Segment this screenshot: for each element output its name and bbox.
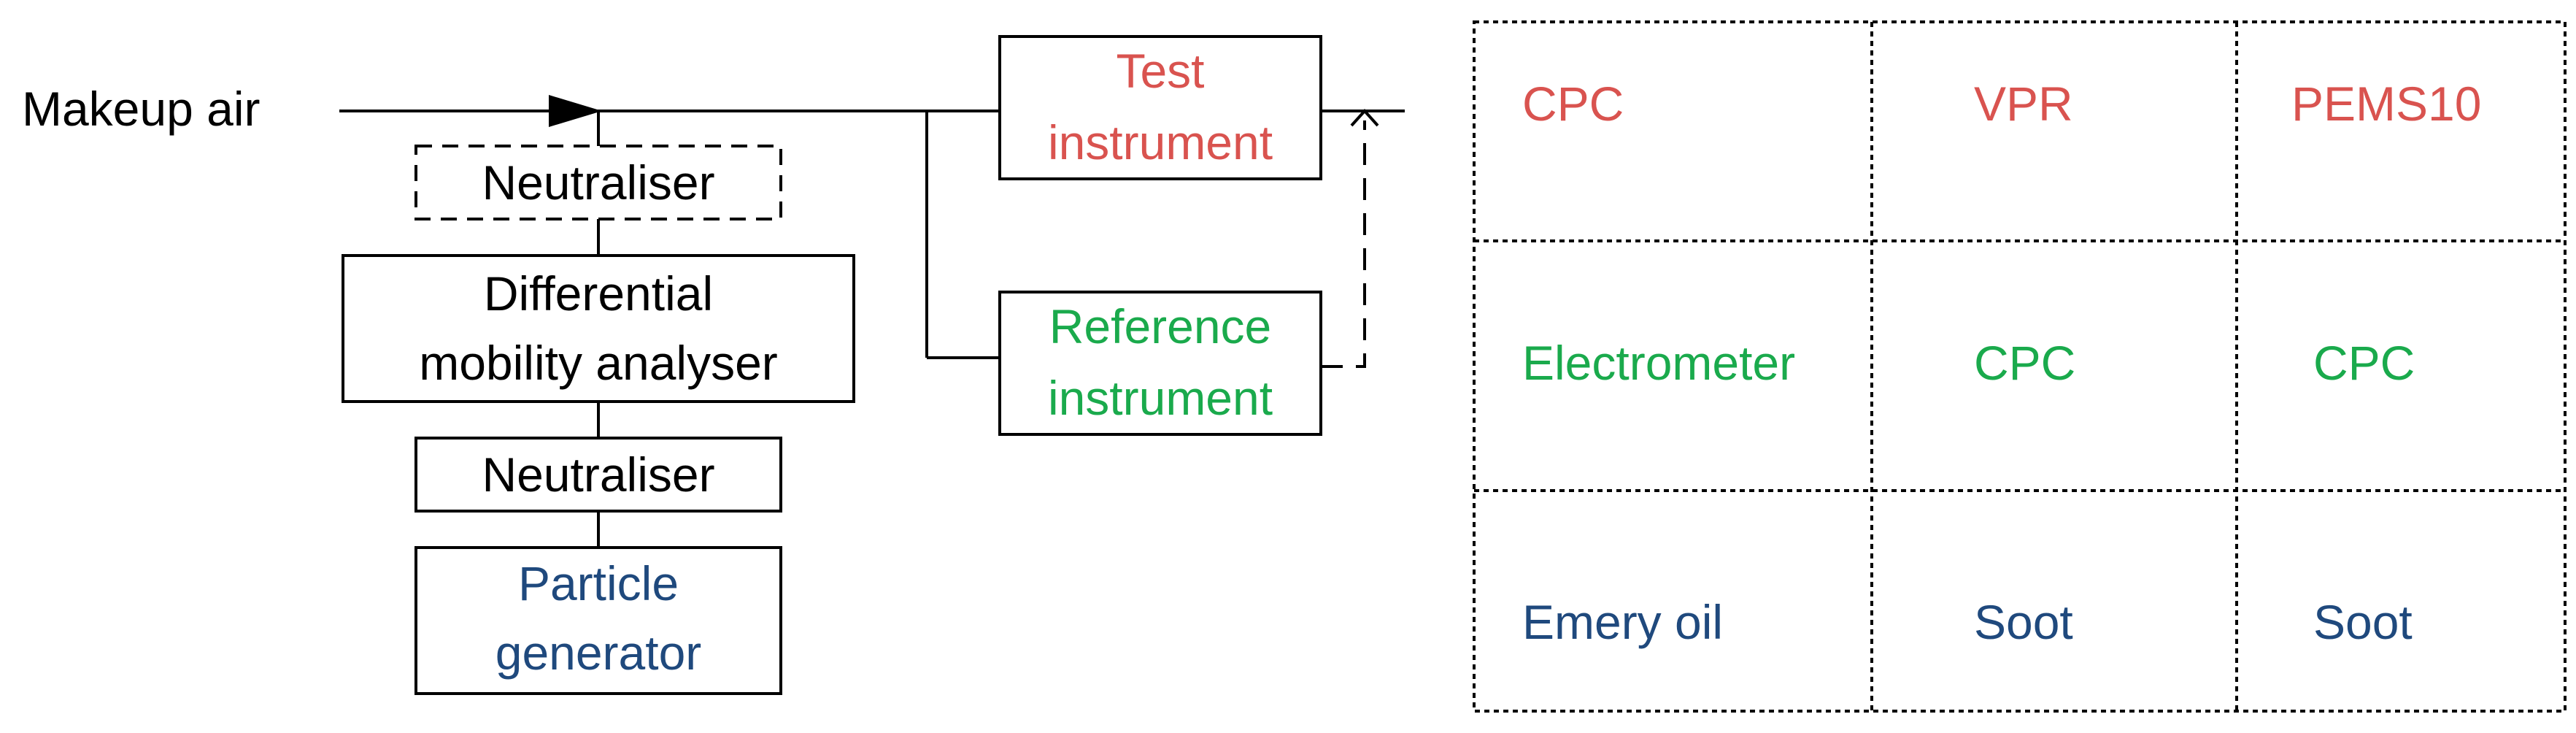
table-cell-r1c1: CPC — [1522, 77, 1624, 131]
table-cell-r2c3: CPC — [2313, 336, 2415, 390]
table-cell-r3c1: Emery oil — [1522, 595, 1723, 649]
test-instrument-box — [998, 35, 1322, 180]
reference-instrument-label-line1: Reference — [1049, 299, 1272, 353]
table-cell-r3c2: Soot — [1974, 595, 2073, 649]
table-cell-r2c2: CPC — [1974, 336, 2075, 390]
table-cell-r3c3: Soot — [2313, 595, 2413, 649]
neutraliser-dashed-label: Neutraliser — [482, 156, 714, 210]
table-cell-r1c3: PEMS10 — [2291, 77, 2481, 131]
makeup-air-label: Makeup air — [22, 82, 261, 136]
reference-instrument-label-line2: instrument — [1048, 371, 1273, 425]
dma-label-line1: Differential — [484, 266, 713, 321]
dma-box — [342, 254, 855, 403]
reference-return-arrowhead — [1350, 109, 1379, 127]
dma-label-line2: mobility analyser — [419, 336, 778, 390]
table-border — [1473, 20, 2567, 713]
particle-generator-box — [414, 546, 782, 695]
neutraliser-label: Neutraliser — [482, 448, 714, 502]
particle-generator-label-line2: generator — [495, 626, 702, 680]
particle-generator-label-line1: Particle — [518, 556, 679, 610]
test-instrument-label-line1: Test — [1116, 44, 1204, 98]
test-instrument-label-line2: instrument — [1048, 115, 1273, 169]
reference-instrument-box — [998, 291, 1322, 436]
reference-return-dashed-line — [1321, 120, 1366, 368]
table-cell-r2c1: Electrometer — [1522, 336, 1795, 390]
neutraliser-box — [414, 437, 782, 513]
table-cell-r1c2: VPR — [1974, 77, 2073, 131]
config-table — [1473, 20, 2567, 713]
